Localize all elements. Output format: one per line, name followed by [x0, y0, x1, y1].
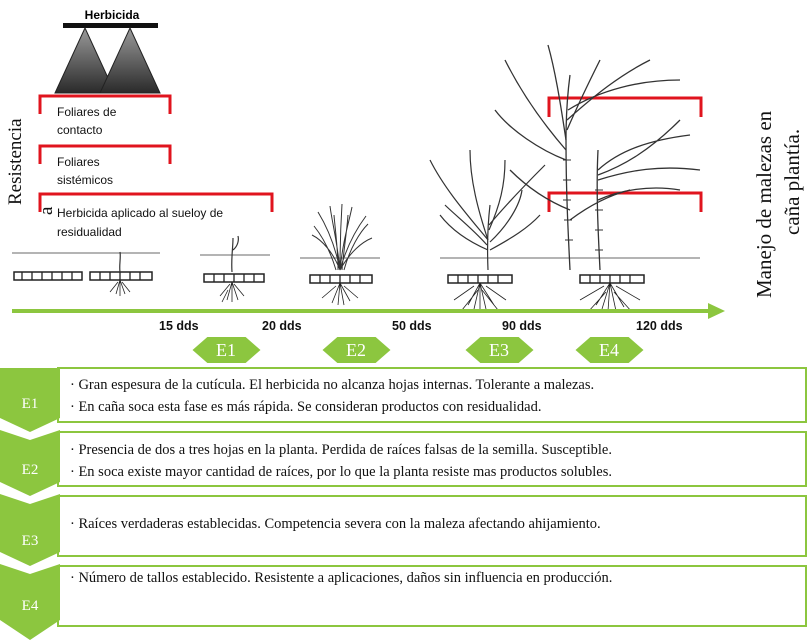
stage-badge-e4: E4	[572, 335, 647, 365]
bracket-residual	[38, 192, 274, 212]
stage-row-e4-line1: · Número de tallos establecido. Resisten…	[70, 570, 612, 586]
stage-badge-e2-label: E2	[346, 340, 366, 360]
stage-row-e3: E3 · Raíces verdaderas establecidas. Com…	[0, 494, 807, 566]
stage-row-e1-line2: · En caña soca esta fase es más rápida. …	[70, 399, 541, 415]
timeline-label-15: 15 dds	[159, 319, 199, 333]
seed-cane-pieces	[13, 271, 645, 284]
bracket-contact-label-2: contacto	[57, 123, 103, 137]
management-label-line2: caña plantía.	[780, 129, 804, 235]
sprout-small	[119, 235, 239, 273]
timeline-label-50: 50 dds	[392, 319, 432, 333]
bracket-systemic-label-2: sistémicos	[57, 173, 113, 187]
stage-row-e1: E1 · Gran espesura de la cutícula. El he…	[0, 367, 807, 432]
management-label-line1: Manejo de malezas en	[752, 110, 776, 298]
plant-roots	[109, 279, 641, 313]
bracket-systemic-label-1: Foliares	[57, 155, 100, 169]
young-sugarcane-plant	[429, 149, 546, 271]
bracket-contact-label-1: Foliares de	[57, 105, 117, 119]
timeline-label-90: 90 dds	[502, 319, 542, 333]
stage-row-e1-label: E1	[22, 396, 39, 412]
stage-badge-e4-label: E4	[599, 340, 619, 360]
stage-row-e1-line1: · Gran espesura de la cutícula. El herbi…	[70, 377, 594, 393]
mature-sugarcane-plant	[494, 44, 701, 271]
bracket-systemic	[38, 144, 172, 164]
bracket-residual-label-2: residualidad	[57, 225, 122, 239]
bracket-contact	[38, 94, 172, 114]
stage-badge-e1: E1	[189, 335, 264, 365]
stage-badge-e3-label: E3	[489, 340, 509, 360]
timeline-label-120: 120 dds	[636, 319, 683, 333]
herbicide-label: Herbicida	[85, 8, 140, 22]
stage-badge-e1-label: E1	[216, 340, 236, 360]
stage-badge-e2: E2	[319, 335, 394, 365]
stage-row-e2-line2: · En soca existe mayor cantidad de raíce…	[70, 464, 612, 480]
herbicide-sprayer-icon	[54, 23, 161, 94]
grass-clump	[311, 203, 373, 271]
stage-badge-e3: E3	[462, 335, 537, 365]
stage-row-e2-label: E2	[22, 462, 39, 478]
resistance-label: Resistencia	[5, 118, 26, 205]
stage-row-e2-line1: · Presencia de dos a tres hojas en la pl…	[70, 442, 612, 458]
timeline-label-20: 20 dds	[262, 319, 302, 333]
stage-row-e4: E4 · Número de tallos establecido. Resis…	[0, 564, 807, 640]
stage-row-e4-label: E4	[22, 598, 39, 614]
stage-row-e3-line1: · Raíces verdaderas establecidas. Compet…	[70, 516, 601, 532]
bracket-residual-label-1: Herbicida aplicado al sueloy de	[57, 206, 223, 220]
timeline-arrow	[12, 303, 725, 319]
stage-row-e3-label: E3	[22, 533, 39, 549]
bracket-stage4-upper	[547, 96, 703, 117]
stage-row-e2: E2 · Presencia de dos a tres hojas en la…	[0, 430, 807, 496]
bracket-stage4-lower	[547, 191, 703, 212]
resistance-label-suffix: a	[36, 206, 57, 215]
